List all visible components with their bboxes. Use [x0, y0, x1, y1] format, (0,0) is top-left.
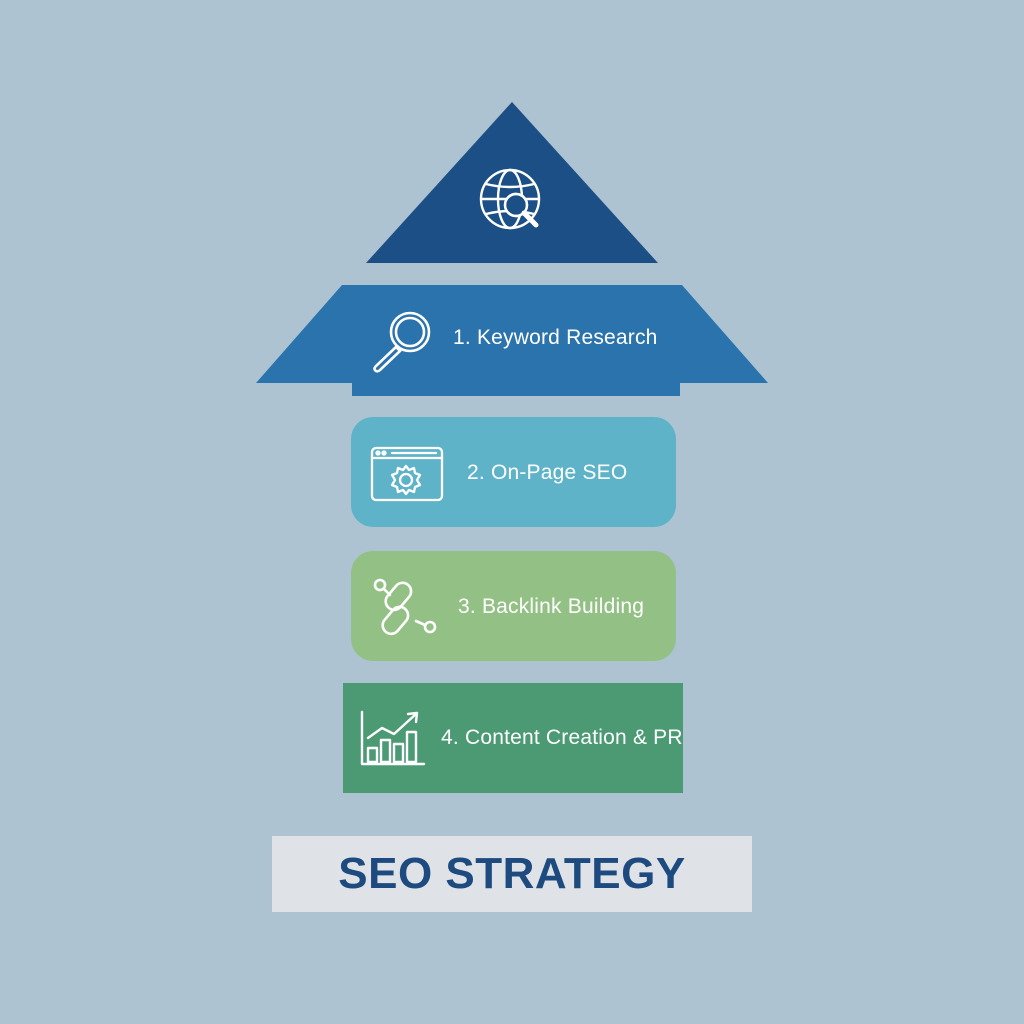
growth-chart-icon	[360, 710, 426, 766]
tier-2-label: 2. On-Page SEO	[467, 461, 628, 484]
diagram-title: SEO STRATEGY	[338, 849, 686, 898]
chain-link-icon	[373, 578, 437, 636]
webpage-gear-icon	[370, 446, 444, 502]
tier-4-box	[343, 683, 683, 793]
tier-1-band	[256, 285, 768, 396]
tier-3-label: 3. Backlink Building	[458, 595, 645, 618]
tier-2-box	[351, 417, 676, 527]
title-bar: SEO STRATEGY	[272, 836, 752, 912]
magnifier-icon	[373, 311, 431, 373]
globe-search-icon	[479, 168, 541, 230]
tier-3-box	[351, 551, 676, 661]
tier-4-label: 4. Content Creation & PR	[441, 726, 683, 749]
tier-1-label: 1. Keyword Research	[453, 326, 658, 349]
